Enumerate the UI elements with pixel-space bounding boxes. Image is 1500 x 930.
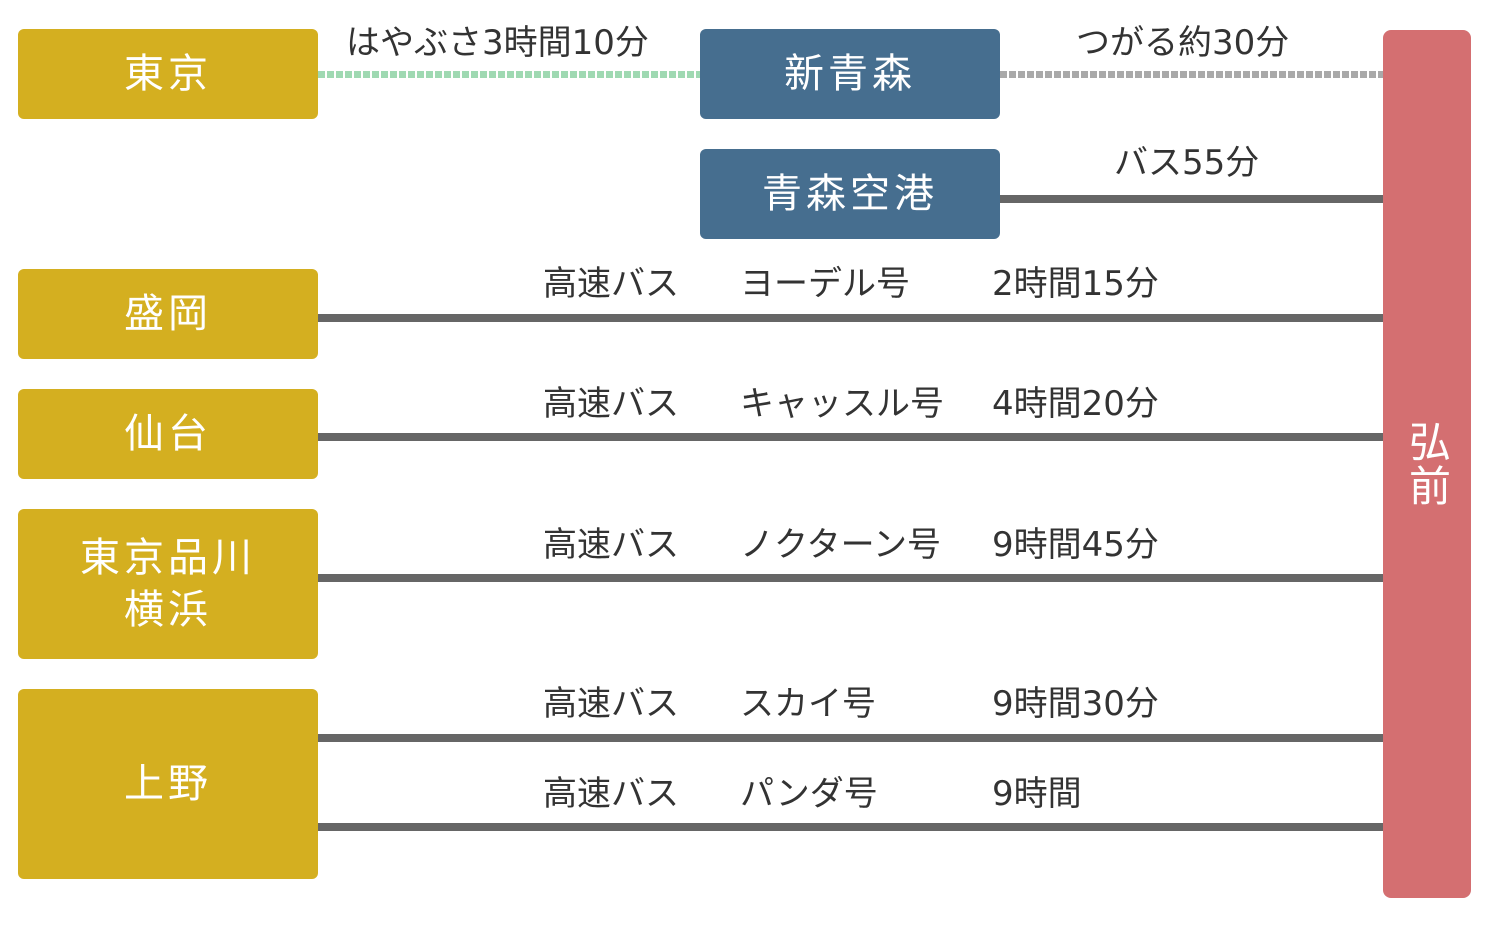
airport-bus-label: バス55分 xyxy=(1114,143,1260,183)
ueno-sky-bus-type: 高速バス xyxy=(543,684,679,724)
origin-ueno: 上野 xyxy=(18,689,318,879)
morioka-bus-line xyxy=(318,314,1383,322)
ueno-sky-bus-name: スカイ号 xyxy=(740,684,876,724)
origin-morioka: 盛岡 xyxy=(18,269,318,359)
ueno-panda-bus-name: パンダ号 xyxy=(740,774,878,814)
hayabusa-label: はやぶさ3時間10分 xyxy=(346,23,649,63)
morioka-bus-name: ヨーデル号 xyxy=(740,264,910,304)
transfer-shin-aomori: 新青森 xyxy=(700,29,1000,119)
shinagawa-bus-time: 9時間45分 xyxy=(992,525,1159,565)
destination-label: 弘前 xyxy=(1402,420,1452,508)
ueno-panda-bus-time: 9時間 xyxy=(992,774,1082,814)
tsugaru-line xyxy=(1000,71,1383,78)
ueno-panda-bus-type: 高速バス xyxy=(543,774,679,814)
origin-shinagawa-label: 東京品川 xyxy=(80,535,256,581)
morioka-bus-type: 高速バス xyxy=(543,264,679,304)
shinagawa-bus-type: 高速バス xyxy=(543,525,679,565)
origin-morioka-label: 盛岡 xyxy=(124,291,212,337)
tsugaru-label: つがる約30分 xyxy=(1076,23,1290,63)
origin-sendai: 仙台 xyxy=(18,389,318,479)
origin-sendai-label: 仙台 xyxy=(124,411,212,457)
airport-bus-line xyxy=(1000,195,1383,203)
origin-yokohama-label: 横浜 xyxy=(124,587,212,633)
transfer-aomori-airport: 青森空港 xyxy=(700,149,1000,239)
ueno-sky-bus-time: 9時間30分 xyxy=(992,684,1159,724)
ueno-sky-bus-line xyxy=(318,734,1383,742)
hayabusa-line xyxy=(318,71,701,78)
ueno-panda-bus-line xyxy=(318,823,1383,831)
sendai-bus-type: 高速バス xyxy=(543,384,679,424)
sendai-bus-line xyxy=(318,433,1383,441)
sendai-bus-time: 4時間20分 xyxy=(992,384,1159,424)
origin-tokyo-label: 東京 xyxy=(124,51,212,97)
origin-tokyo: 東京 xyxy=(18,29,318,119)
destination-hirosaki: 弘前 xyxy=(1383,30,1471,898)
sendai-bus-name: キャッスル号 xyxy=(740,384,944,424)
transfer-shin-aomori-label: 新青森 xyxy=(784,51,916,97)
origin-ueno-label: 上野 xyxy=(124,761,212,807)
shinagawa-bus-name: ノクターン号 xyxy=(740,525,941,565)
shinagawa-bus-line xyxy=(318,574,1383,582)
transfer-aomori-airport-label: 青森空港 xyxy=(762,171,938,217)
morioka-bus-time: 2時間15分 xyxy=(992,264,1159,304)
origin-shinagawa-yokohama: 東京品川 横浜 xyxy=(18,509,318,659)
